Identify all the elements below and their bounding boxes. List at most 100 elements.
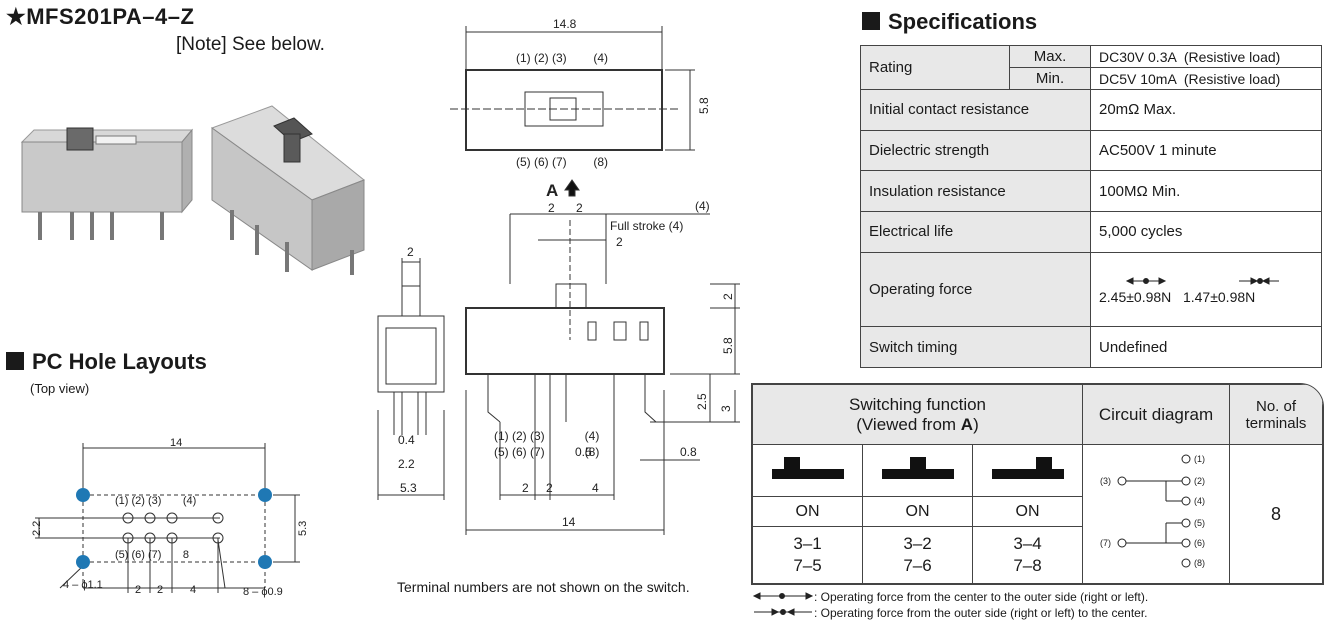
drawing-caption: Terminal numbers are not shown on the sw… [397, 579, 690, 595]
switching-header-text: (Viewed from [856, 414, 961, 434]
spec-row-force: Operating force 2.45±0.98N 1.47±0.98N [860, 251, 1322, 328]
dim-b-2b: 2 [546, 481, 553, 495]
pc-dim-top: 14 [170, 438, 182, 449]
circuit-label: (2) [1194, 476, 1205, 486]
spec-force-label: Operating force [860, 251, 1091, 328]
circuit-label: (7) [1100, 538, 1111, 548]
state-on: ON [972, 496, 1083, 527]
state-on: ON [862, 496, 973, 527]
slider-pos-left-icon [752, 444, 863, 497]
dim-stroke-4: (4) [695, 199, 710, 213]
switching-header-bold: A [960, 414, 974, 434]
circuit-label: (4) [1194, 496, 1205, 506]
pc-dim-b3: 4 [190, 584, 196, 596]
terminals-header-line2: terminals [1245, 414, 1307, 432]
slider-pos-center-icon [862, 444, 973, 497]
pc-hole-big: 4 – ϕ1.1 [63, 579, 103, 591]
circuit-label: (6) [1194, 538, 1205, 548]
dim-2-2: 2.2 [398, 457, 415, 471]
spec-label: Initial contact resistance [860, 89, 1091, 131]
dim-5-3: 5.3 [400, 481, 417, 495]
bottom-pins: (5) (6) (7) (8) [516, 155, 608, 169]
front-pins-bottom: (5) (6) (7) (8) [494, 445, 599, 459]
pc-hole-subtitle: (Top view) [30, 381, 90, 396]
pc-hole-heading: PC Hole Layouts [6, 349, 207, 375]
force-outer-center: 1.47±0.98N [1182, 289, 1256, 306]
product-photos [20, 105, 365, 275]
spec-value: AC500V 1 minute [1090, 129, 1322, 172]
spec-rating-label: Rating [860, 45, 1010, 90]
spec-row-rating-max: Rating Max. DC30V 0.3A (Resistive load) [860, 45, 1322, 90]
dim-b-2a: 2 [522, 481, 529, 495]
arrow-center-outer-icon [752, 592, 814, 600]
pc-hole-title: PC Hole Layouts [32, 349, 207, 374]
dim-top-height: 5.8 [697, 97, 711, 114]
switching-header-line1: Switching function [848, 394, 987, 414]
switching-header-close: ) [973, 414, 979, 434]
full-stroke: Full stroke (4) [610, 219, 683, 233]
spec-max-label: Max. [1009, 45, 1091, 68]
product-title: ★MFS201PA–4–Z [6, 4, 195, 29]
pc-dim-b2: 2 [157, 584, 163, 596]
slider-pos-right-icon [972, 444, 1083, 497]
pc-hole-small: 8 – ϕ0.9 [243, 586, 283, 598]
terminals-header-line1: No. of [1255, 397, 1297, 415]
pc-dim-right: 5.3 [297, 521, 309, 536]
dim-h-2: 2 [721, 293, 735, 300]
spec-label: Electrical life [860, 211, 1091, 253]
spec-timing-label: Switch timing [860, 326, 1091, 368]
spec-max-value: DC30V 0.3A (Resistive load) [1090, 45, 1322, 68]
spec-timing-value: Undefined [1090, 326, 1322, 368]
force-center-outer: 2.45±0.98N [1099, 289, 1172, 306]
spec-force-value: 2.45±0.98N 1.47±0.98N [1090, 251, 1322, 328]
pc-pins-bottom: (5) (6) (7) 8 [115, 549, 189, 561]
terminals-header: No. of terminals [1229, 384, 1323, 445]
dim-side-width: 2 [407, 245, 414, 259]
circuit-label: (1) [1194, 454, 1205, 464]
spec-label: Insulation resistance [860, 170, 1091, 213]
footnote-1: : Operating force from the center to the… [752, 590, 1148, 604]
circuit-label: (5) [1194, 518, 1205, 528]
specs-heading: Specifications [862, 9, 1037, 35]
terminal-count: 8 [1229, 444, 1323, 584]
view-arrow-label: A [546, 181, 558, 200]
dim-2c: 2 [616, 235, 623, 249]
dim-h-5-8: 5.8 [721, 337, 735, 354]
section-square-icon [862, 12, 880, 30]
spec-min-value: DC5V 10mA (Resistive load) [1090, 67, 1322, 90]
top-pins: (1) (2) (3) (4) [516, 51, 608, 65]
switching-header-line2: (Viewed from A) [753, 415, 1082, 435]
switching-table: Switching function (Viewed from A) Circu… [751, 383, 1324, 585]
footnote-2: : Operating force from the outer side (r… [752, 606, 1148, 620]
switch-photo-angled [210, 105, 365, 275]
circuit-header: Circuit diagram [1082, 384, 1230, 445]
pair-bottom: 7–5 [793, 556, 822, 575]
dim-0-5: 0.5 [575, 445, 592, 459]
pair-top: 3–2 [903, 534, 932, 553]
dimension-drawing: 14.8 (1) (2) (3) (4) (5) (6) (7) (8) 5.8… [377, 17, 740, 535]
pair-bottom: 7–6 [903, 556, 932, 575]
force-arrows-icon [1125, 277, 1279, 286]
switch-photo-front [20, 127, 194, 240]
specs-title: Specifications [888, 9, 1038, 34]
spec-value: 100MΩ Min. [1090, 170, 1322, 213]
dim-0-8: 0.8 [680, 445, 697, 459]
dim-2a: 2 [548, 201, 555, 215]
dim-0-4: 0.4 [398, 433, 415, 447]
circuit-label: (3) [1100, 476, 1111, 486]
pc-pins-top: (1) (2) (3) (4) [115, 495, 196, 507]
pc-hole-diagram: 14 (1) (2) (3) (4) (5) (6) (7) 8 2.2 5.3… [31, 438, 309, 598]
circuit-label: (8) [1194, 558, 1205, 568]
dim-b-4: 4 [592, 481, 599, 495]
front-pins-top: (1) (2) (3) (4) [494, 429, 599, 443]
pair-top: 3–4 [1013, 534, 1042, 553]
arrow-outer-center-icon [754, 608, 812, 616]
pc-dim-left: 2.2 [31, 521, 43, 536]
spec-row-rating-min: Min. DC5V 10mA (Resistive load) [861, 67, 1322, 90]
specs-table: Rating Max. DC30V 0.3A (Resistive load) … [860, 45, 1322, 368]
